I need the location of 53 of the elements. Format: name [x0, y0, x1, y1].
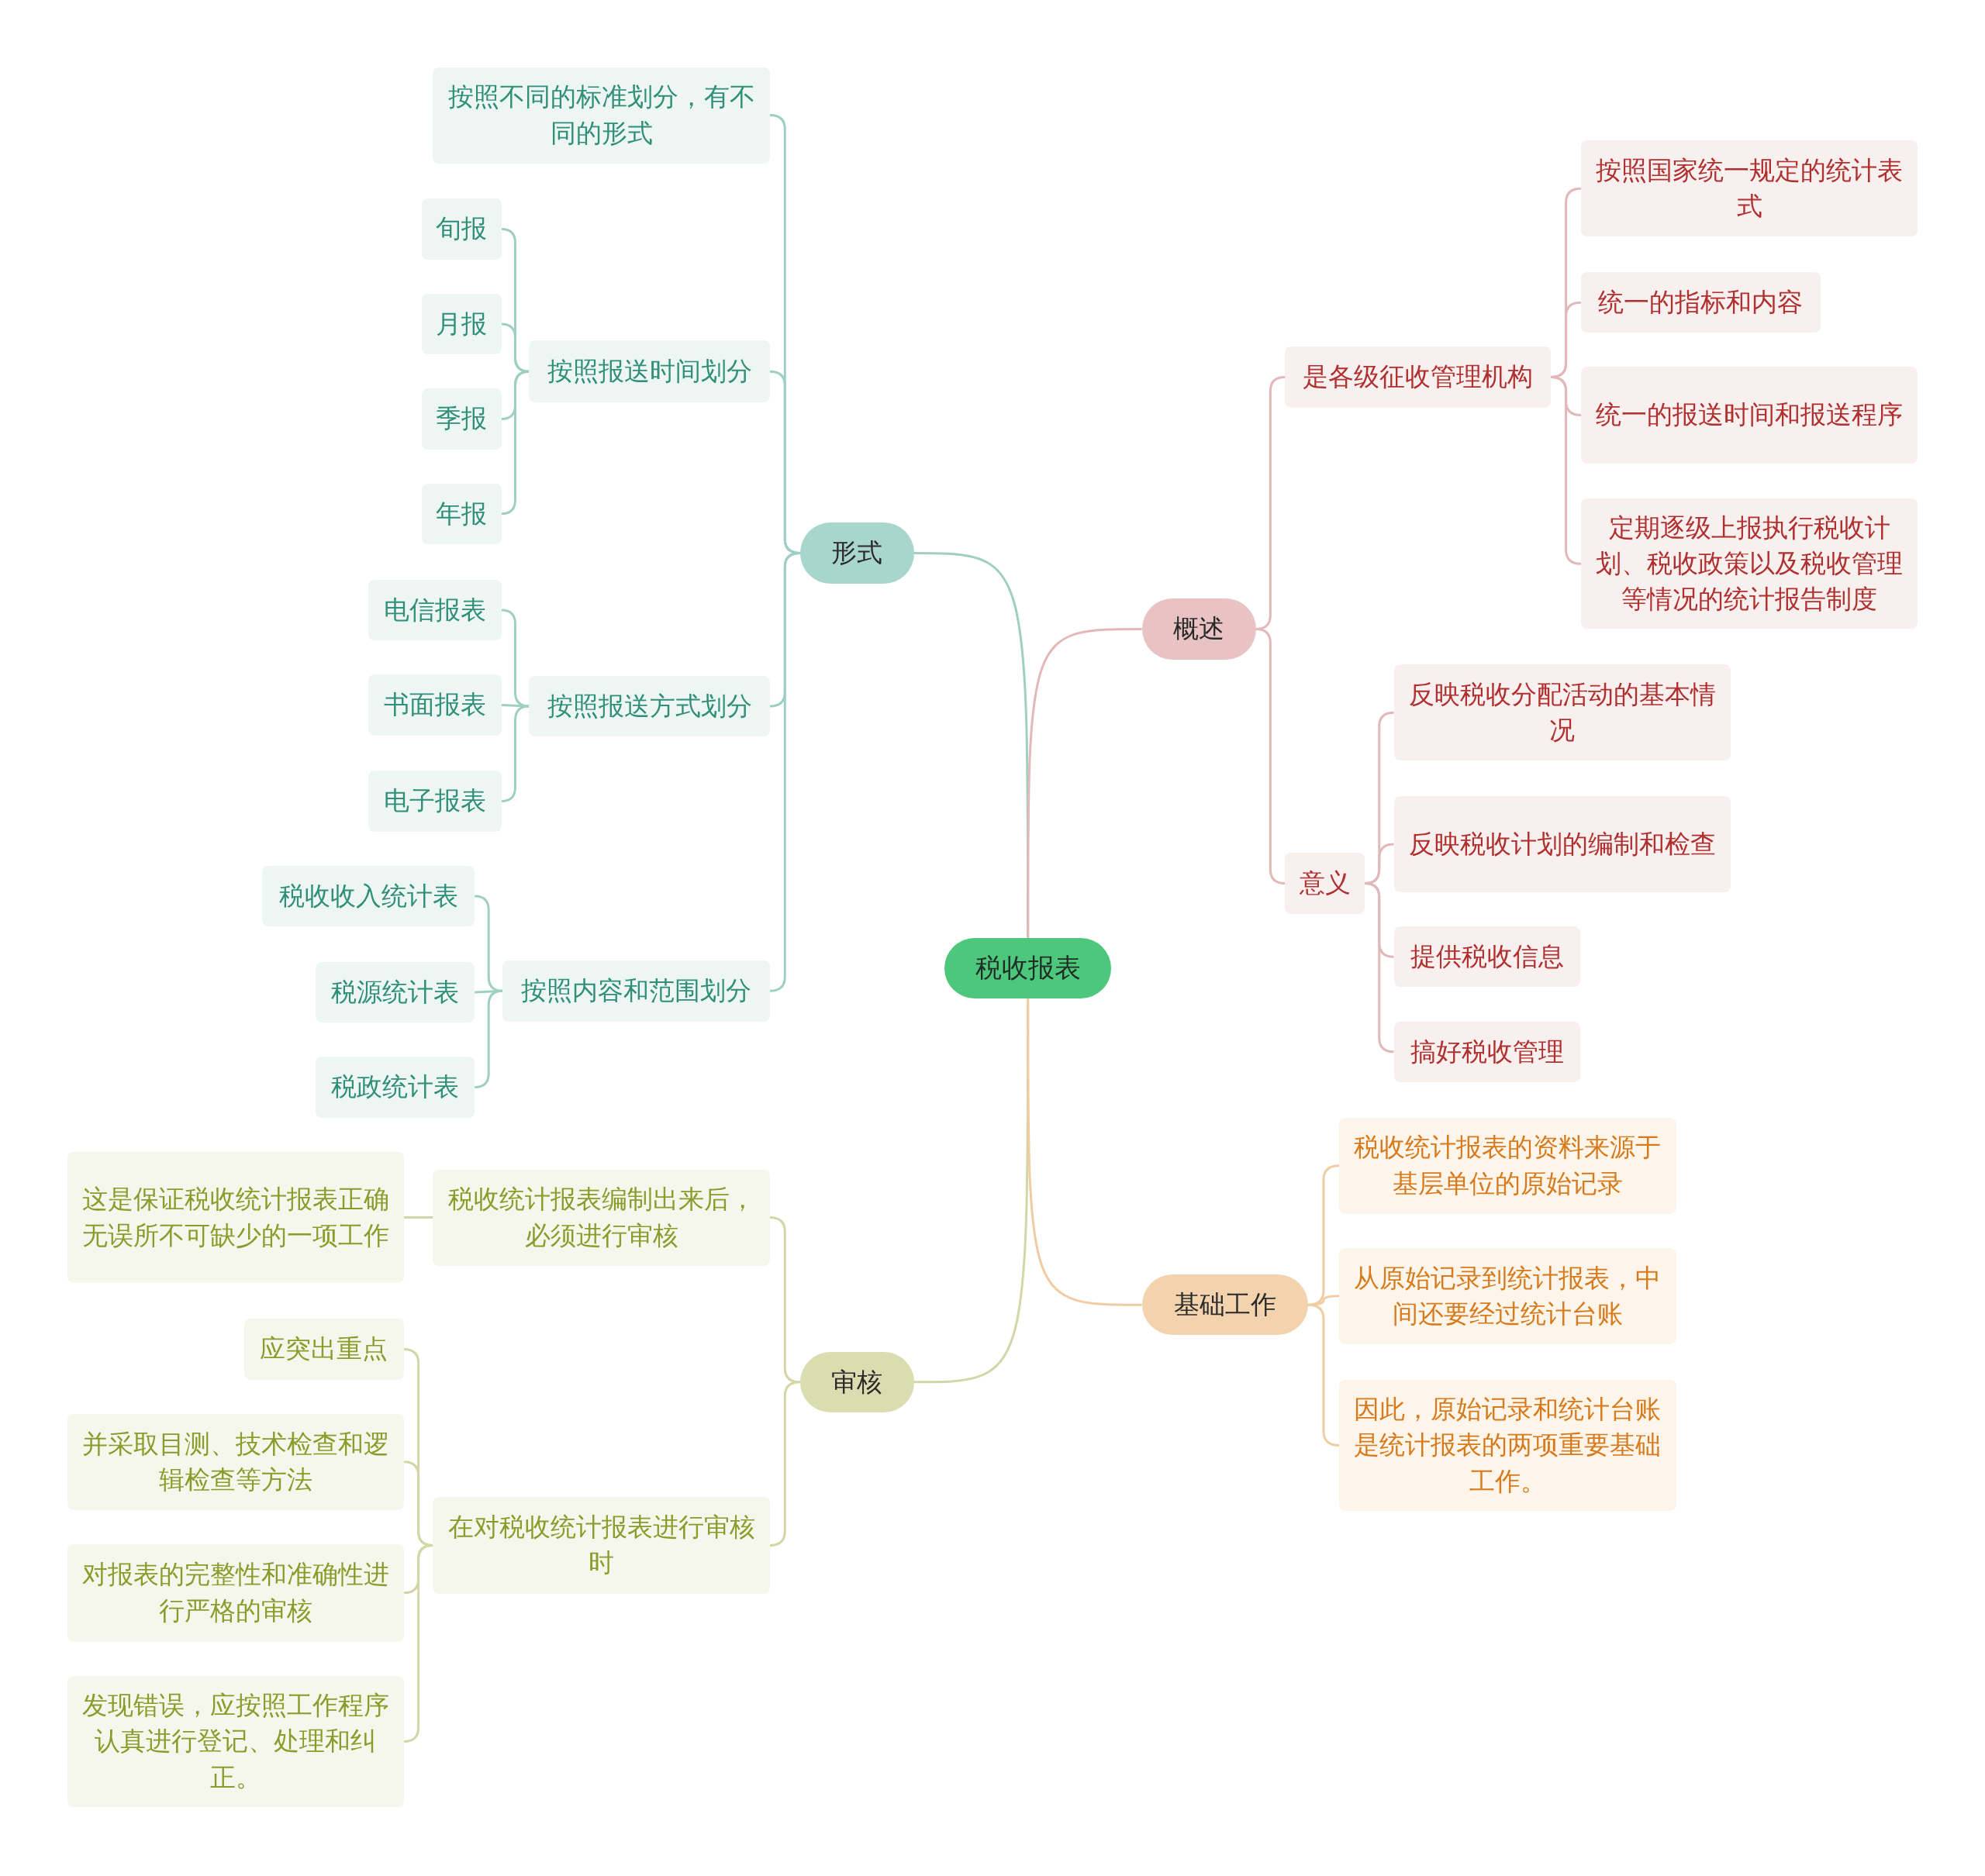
connector-line — [1364, 882, 1394, 1054]
subtopic-box: 统一的指标和内容 — [1581, 272, 1821, 333]
subtopic-box: 税收统计报表的资料来源于基层单位的原始记录 — [1339, 1117, 1676, 1214]
subtopic-box: 按照报送方式划分 — [529, 675, 770, 737]
subtopic-box: 书面报表 — [368, 674, 502, 736]
connector-line — [501, 703, 530, 708]
subtopic-box: 按照内容和范围划分 — [502, 960, 770, 1022]
main-topic: 形式 — [799, 522, 914, 584]
subtopic-box: 按照国家统一规定的统计表式 — [1581, 140, 1918, 237]
subtopic-box: 是各级征收管理机构 — [1285, 347, 1551, 408]
subtopic-box: 电子报表 — [368, 771, 502, 832]
connector-line — [1307, 1303, 1340, 1447]
connector-line — [769, 1216, 800, 1384]
subtopic-box: 从原始记录到统计报表，中间还要经过统计台账 — [1339, 1247, 1676, 1344]
central-topic: 税收报表 — [944, 937, 1112, 999]
subtopic-box: 电信报表 — [368, 579, 502, 641]
connector-line — [1027, 627, 1142, 938]
subtopic-box: 并采取目测、技术检查和逻辑检查等方法 — [67, 1413, 404, 1510]
subtopic-box: 定期逐级上报执行税收计划、税收政策以及税收管理等情况的统计报告制度 — [1581, 498, 1918, 629]
subtopic-box: 税收收入统计表 — [261, 865, 475, 927]
subtopic-box: 应突出重点 — [244, 1319, 404, 1380]
subtopic-box: 这是保证税收统计报表正确无误所不可缺少的一项工作 — [67, 1151, 404, 1284]
subtopic-box: 月报 — [421, 293, 502, 355]
subtopic-box: 按照不同的标准划分，有不同的形式 — [433, 67, 770, 164]
subtopic-box: 统一的报送时间和报送程序 — [1581, 367, 1918, 464]
subtopic-box: 季报 — [421, 388, 502, 450]
subtopic-box: 税源统计表 — [315, 961, 475, 1023]
main-topic: 基础工作 — [1141, 1274, 1308, 1336]
main-topic: 审核 — [799, 1351, 914, 1413]
subtopic-box: 税收统计报表编制出来后，必须进行审核 — [433, 1169, 770, 1266]
subtopic-box: 发现错误，应按照工作程序认真进行登记、处理和纠正。 — [67, 1675, 404, 1808]
connector-line — [769, 551, 800, 992]
subtopic-box: 在对税收统计报表进行审核时 — [433, 1497, 770, 1594]
subtopic-box: 反映税收分配活动的基本情况 — [1393, 664, 1731, 761]
subtopic-box: 按照报送时间划分 — [529, 340, 770, 403]
subtopic-box: 对报表的完整性和准确性进行严格的审核 — [67, 1543, 404, 1642]
subtopic-box: 税政统计表 — [315, 1057, 475, 1118]
connector-line — [403, 1543, 433, 1743]
subtopic-box: 搞好税收管理 — [1393, 1021, 1580, 1082]
subtopic-box: 旬报 — [421, 198, 502, 260]
main-topic: 概述 — [1141, 598, 1256, 660]
subtopic-box: 因此，原始记录和统计台账是统计报表的两项重要基础工作。 — [1339, 1379, 1676, 1512]
connector-line — [1255, 627, 1286, 885]
connector-line — [501, 322, 530, 373]
subtopic-box: 意义 — [1285, 853, 1365, 914]
connector-line — [475, 989, 503, 1088]
connector-line — [1027, 998, 1142, 1306]
subtopic-box: 提供税收信息 — [1393, 926, 1580, 988]
connector-line — [403, 1216, 433, 1219]
connector-line — [769, 1381, 800, 1547]
subtopic-box: 年报 — [421, 483, 502, 545]
connector-line — [501, 705, 530, 802]
subtopic-box: 反映税收计划的编制和检查 — [1393, 795, 1731, 892]
